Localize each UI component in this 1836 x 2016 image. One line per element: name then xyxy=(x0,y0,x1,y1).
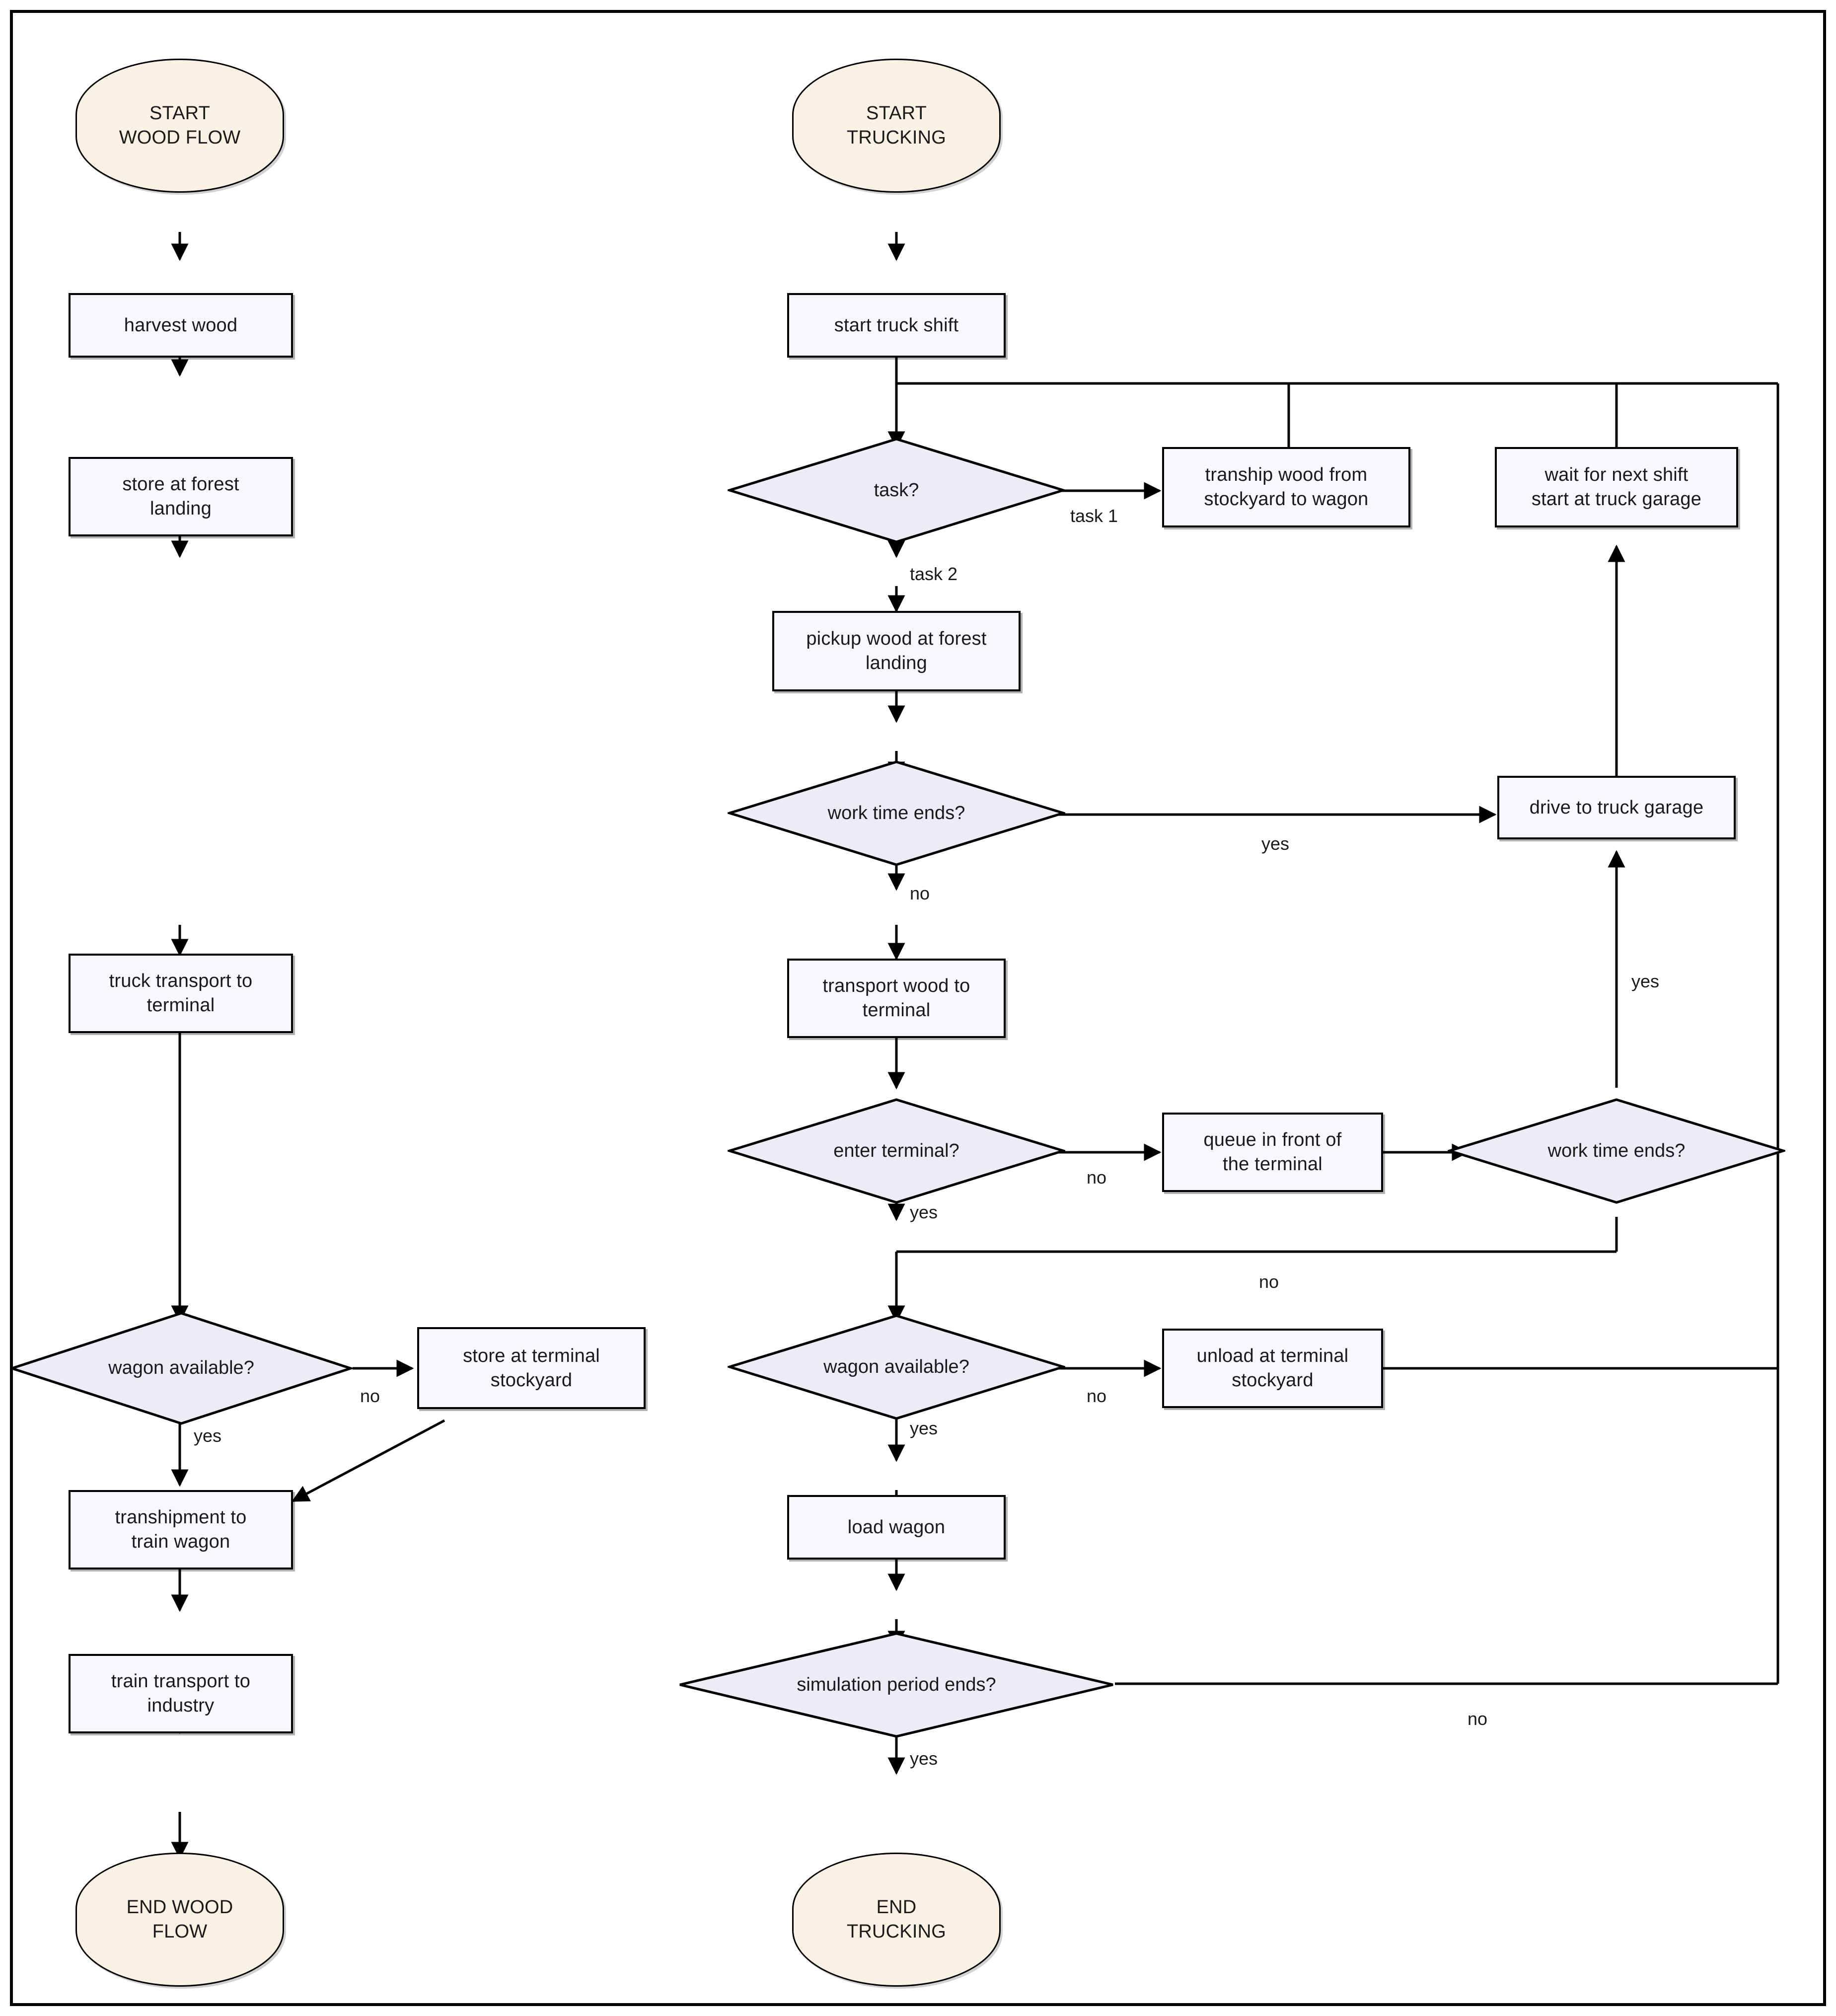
process-tranship-wood-from-stockyard-to-wagon: tranship wood from stockyard to wagon xyxy=(1162,447,1410,527)
diamond-shape xyxy=(679,1632,1113,1738)
decision-task: task? xyxy=(725,437,1068,544)
process-store-at-terminal-stockyard: store at terminal stockyard xyxy=(417,1327,646,1409)
wait-shift-line2: start at truck garage xyxy=(1531,489,1702,510)
terminator-end-trucking: END TRUCKING xyxy=(792,1853,1001,1987)
process-start-truck-shift: start truck shift xyxy=(787,293,1006,358)
terminator-start-wood-flow: START WOOD FLOW xyxy=(75,59,284,193)
decision-wagon-available-wood: wagon available? xyxy=(7,1311,355,1425)
decision-work-time-ends-1: work time ends? xyxy=(725,760,1068,867)
queue-line1: queue in front of xyxy=(1203,1129,1342,1151)
tranship-line2: stockyard to wagon xyxy=(1204,489,1369,510)
decision-simulation-period-ends: simulation period ends? xyxy=(678,1632,1115,1738)
process-queue-in-front-of-terminal: queue in front of the terminal xyxy=(1162,1113,1383,1192)
truck-transport-line2: terminal xyxy=(147,995,215,1016)
decision-wagon-available-trucking: wagon available? xyxy=(725,1314,1068,1420)
process-drive-to-truck-garage: drive to truck garage xyxy=(1497,776,1736,839)
store-stockyard-line1: store at terminal xyxy=(463,1345,600,1366)
edge-label-simulation-no: no xyxy=(1468,1709,1488,1729)
truck-transport-line1: truck transport to xyxy=(109,971,253,992)
pickup-line2: landing xyxy=(866,653,927,673)
process-transport-wood-to-terminal: transport wood to terminal xyxy=(787,959,1006,1038)
diamond-shape xyxy=(7,1312,355,1425)
drive-garage-label: drive to truck garage xyxy=(1529,797,1704,818)
decision-work-time-ends-2: work time ends? xyxy=(1445,1098,1788,1204)
store-landing-line2: landing xyxy=(150,498,212,519)
process-truck-transport-to-terminal: truck transport to terminal xyxy=(69,954,293,1033)
end-trucking-line2: TRUCKING xyxy=(846,1921,947,1942)
store-stockyard-line2: stockyard xyxy=(490,1369,573,1391)
unload-line2: stockyard xyxy=(1232,1370,1314,1391)
edge-label-wagon-trucking-yes: yes xyxy=(910,1418,938,1438)
edge-label-enter-terminal-yes: yes xyxy=(910,1202,938,1222)
start-wood-flow-line1: START xyxy=(149,103,211,124)
end-wood-flow-line1: END WOOD xyxy=(126,1897,233,1918)
diamond-shape xyxy=(725,1098,1068,1204)
transhipment-line2: train wagon xyxy=(131,1531,230,1552)
process-wait-for-next-shift: wait for next shift start at truck garag… xyxy=(1495,447,1738,527)
terminator-start-trucking: START TRUCKING xyxy=(792,59,1001,193)
wait-shift-line1: wait for next shift xyxy=(1544,464,1689,486)
edge-label-wagon-trucking-no: no xyxy=(1087,1386,1107,1406)
process-transhipment-to-train-wagon: transhipment to train wagon xyxy=(69,1490,293,1569)
edge-label-worktime1-no: no xyxy=(910,883,930,903)
edge-label-wood-wagon-no: no xyxy=(360,1386,380,1406)
process-harvest-wood: harvest wood xyxy=(69,293,293,358)
store-landing-line1: store at forest xyxy=(122,474,239,495)
terminator-end-wood-flow: END WOOD FLOW xyxy=(75,1853,284,1987)
edge-label-simulation-yes: yes xyxy=(910,1748,938,1769)
diamond-shape xyxy=(725,438,1068,543)
edge-label-task-1: task 1 xyxy=(1070,506,1118,526)
tranship-line1: tranship wood from xyxy=(1205,464,1368,486)
edge-label-worktime1-yes: yes xyxy=(1261,833,1290,854)
unload-line1: unload at terminal xyxy=(1196,1345,1349,1367)
edge-label-task-2: task 2 xyxy=(910,564,958,584)
diamond-shape xyxy=(725,760,1068,866)
harvest-wood-label: harvest wood xyxy=(124,314,238,336)
transhipment-line1: transhipment to xyxy=(115,1507,247,1528)
diamond-shape xyxy=(725,1314,1068,1420)
train-transport-line2: industry xyxy=(147,1695,215,1716)
pickup-line1: pickup wood at forest xyxy=(806,628,987,650)
edge-label-worktime2-no: no xyxy=(1259,1271,1279,1292)
process-load-wagon: load wagon xyxy=(787,1495,1006,1560)
transport-wood-line2: terminal xyxy=(862,1000,931,1021)
start-wood-flow-line2: WOOD FLOW xyxy=(119,127,241,148)
start-trucking-line1: START xyxy=(866,103,927,124)
process-unload-at-terminal-stockyard: unload at terminal stockyard xyxy=(1162,1329,1383,1408)
outer-frame xyxy=(10,10,1826,2006)
start-trucking-line2: TRUCKING xyxy=(846,127,947,148)
end-wood-flow-line2: FLOW xyxy=(152,1921,208,1942)
train-transport-line1: train transport to xyxy=(111,1671,251,1692)
process-pickup-wood-at-forest-landing: pickup wood at forest landing xyxy=(772,611,1021,691)
process-store-at-forest-landing: store at forest landing xyxy=(69,457,293,536)
edge-label-worktime2-yes: yes xyxy=(1631,971,1660,991)
start-truck-shift-label: start truck shift xyxy=(834,314,959,336)
transport-wood-line1: transport wood to xyxy=(822,975,970,997)
edge-label-enter-terminal-no: no xyxy=(1087,1167,1107,1188)
decision-enter-terminal: enter terminal? xyxy=(725,1098,1068,1204)
queue-line2: the terminal xyxy=(1223,1154,1322,1175)
end-trucking-line1: END xyxy=(876,1897,917,1918)
diamond-shape xyxy=(1445,1098,1788,1204)
process-train-transport-to-industry: train transport to industry xyxy=(69,1654,293,1733)
load-wagon-label: load wagon xyxy=(847,1516,946,1538)
edge-label-wood-wagon-yes: yes xyxy=(194,1425,222,1446)
